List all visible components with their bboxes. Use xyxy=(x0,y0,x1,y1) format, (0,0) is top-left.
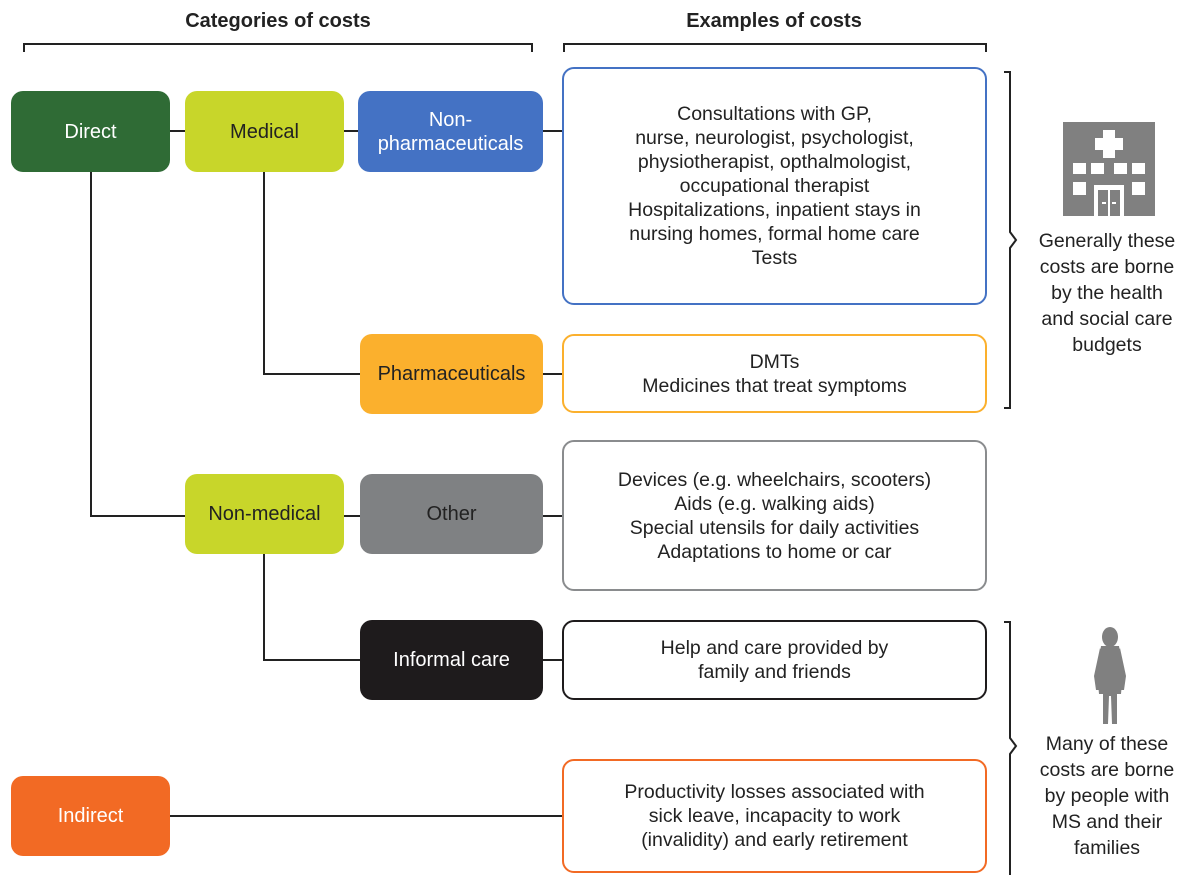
example-line: Medicines that treat symptoms xyxy=(642,374,907,397)
examples-bracket xyxy=(563,43,987,52)
note-line: budgets xyxy=(1072,334,1142,356)
example-line: occupational therapist xyxy=(679,175,870,197)
non-pharmaceuticals-examples-box: Consultations with GP, nurse, neurologis… xyxy=(562,67,987,305)
example-line: Productivity losses associated with xyxy=(624,781,925,803)
example-line: Consultations with GP, xyxy=(677,103,872,125)
non-medical-node: Non-medical xyxy=(185,474,344,554)
medical-pharma-line xyxy=(263,172,360,375)
example-line: (invalidity) and early retirement xyxy=(641,829,908,851)
note-line: costs are borne xyxy=(1039,256,1175,278)
example-line: Tests xyxy=(751,247,798,269)
non-pharmaceuticals-node: Non- pharmaceuticals xyxy=(358,91,543,172)
example-line: Hospitalizations, inpatient stays in xyxy=(628,199,921,221)
non-pharmaceuticals-label-2: pharmaceuticals xyxy=(377,132,524,155)
categories-bracket xyxy=(23,43,533,52)
person-icon xyxy=(1094,627,1126,724)
example-line: Devices (e.g. wheelchairs, scooters) xyxy=(617,468,932,491)
informal-care-node: Informal care xyxy=(360,620,543,700)
direct-node: Direct xyxy=(11,91,170,172)
hospital-icon xyxy=(1063,122,1155,216)
example-line: physiotherapist, opthalmologist, xyxy=(637,151,912,173)
example-line: Adaptations to home or car xyxy=(657,540,892,563)
example-line: nursing homes, formal home care xyxy=(629,223,920,245)
pharmaceuticals-node: Pharmaceuticals xyxy=(360,334,543,414)
nonmedical-informal-line xyxy=(263,554,360,661)
note-line: costs are borne xyxy=(1039,759,1175,781)
example-line: DMTs xyxy=(749,350,800,373)
example-line: nurse, neurologist, psychologist, xyxy=(635,127,914,149)
pharmaceuticals-examples-box: DMTs Medicines that treat symptoms xyxy=(562,334,987,413)
health-budget-bracket xyxy=(1004,71,1018,409)
note-line: by people with xyxy=(1044,785,1170,807)
indirect-node: Indirect xyxy=(11,776,170,856)
people-ms-note: Many of these costs are borne by people … xyxy=(1018,731,1196,861)
informal-care-examples-box: Help and care provided by family and fri… xyxy=(562,620,987,700)
people-ms-bracket xyxy=(1004,621,1018,875)
note-line: and social care xyxy=(1041,308,1173,330)
example-line: Help and care provided by xyxy=(660,637,889,659)
example-line: sick leave, incapacity to work xyxy=(648,805,901,827)
note-line: families xyxy=(1073,837,1141,859)
direct-nonmedical-line xyxy=(90,172,185,517)
indirect-examples-box: Productivity losses associated with sick… xyxy=(562,759,987,873)
note-line: MS and their xyxy=(1051,811,1163,833)
note-line: by the health xyxy=(1051,282,1163,304)
examples-header: Examples of costs xyxy=(686,10,862,32)
note-line: Many of these xyxy=(1045,733,1169,755)
example-line: Special utensils for daily activities xyxy=(629,516,920,539)
non-pharmaceuticals-label-1: Non- xyxy=(428,108,473,131)
medical-node: Medical xyxy=(185,91,344,172)
example-line: Aids (e.g. walking aids) xyxy=(674,492,875,515)
other-examples-box: Devices (e.g. wheelchairs, scooters) Aid… xyxy=(562,440,987,591)
note-line: Generally these xyxy=(1038,230,1176,252)
other-node: Other xyxy=(360,474,543,554)
example-line: family and friends xyxy=(698,661,851,683)
categories-header: Categories of costs xyxy=(185,10,371,32)
health-budget-note: Generally these costs are borne by the h… xyxy=(1018,228,1196,358)
